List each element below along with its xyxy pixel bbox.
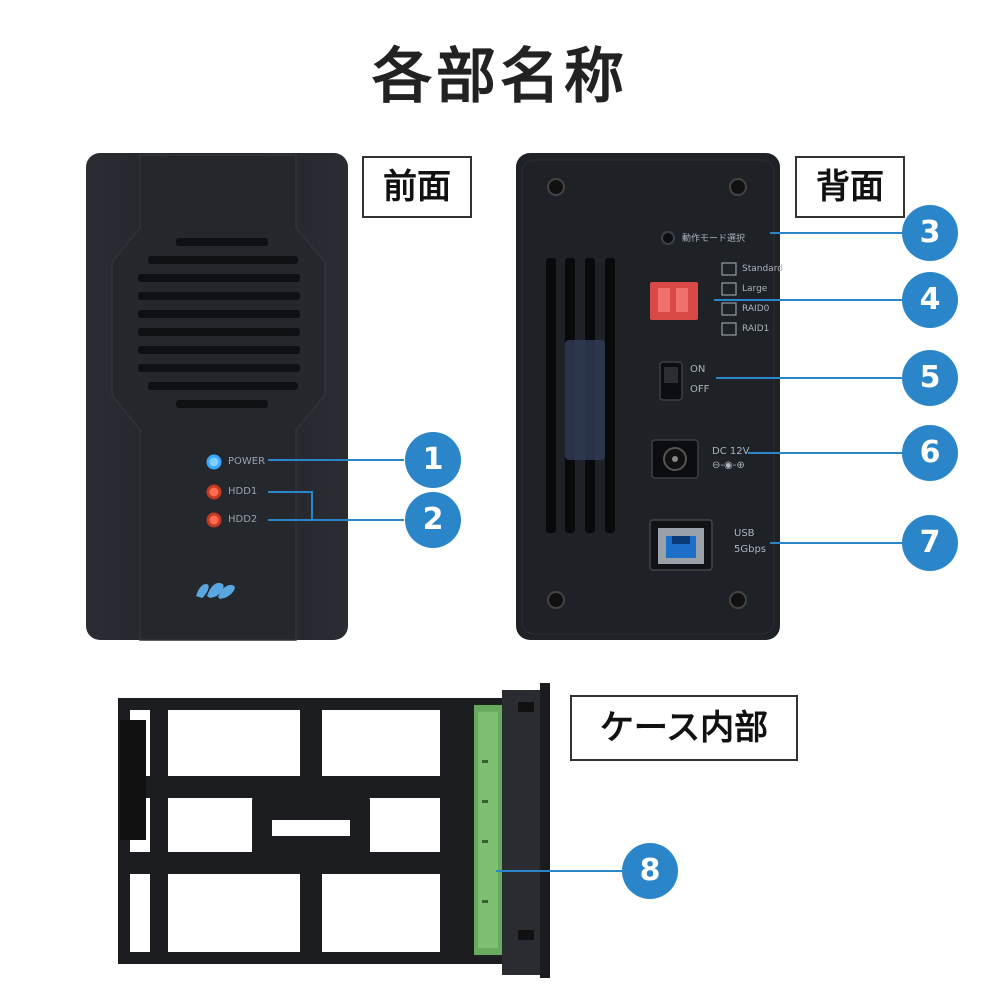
screw-icon	[547, 178, 747, 609]
callout-badge-6: 6	[902, 425, 958, 481]
page-title: 各部名称	[372, 42, 628, 112]
dc-polarity-icon: ⊖-◉-⊕	[712, 460, 745, 471]
back-label: 背面	[795, 156, 905, 218]
switch-off-label: OFF	[690, 384, 710, 395]
speaker-grille	[138, 238, 300, 408]
hdd1-led-icon	[206, 484, 222, 500]
callout-badge-3: 3	[902, 205, 958, 261]
tray-cutouts	[130, 710, 470, 952]
switch-on-label: ON	[690, 364, 706, 375]
mode-select-button[interactable]	[661, 231, 675, 245]
usb-label: USB	[734, 528, 755, 539]
usb-speed-label: 5Gbps	[734, 544, 767, 555]
dip-mode-large: Large	[742, 284, 768, 294]
mode-select-label: 動作モード選択	[682, 234, 746, 244]
callout-badge-4: 4	[902, 272, 958, 328]
callout-badge-1: 1	[405, 432, 461, 488]
power-led-label: POWER	[228, 456, 266, 467]
dip-mode-standard: Standard	[742, 264, 783, 274]
inside-label: ケース内部	[570, 695, 798, 761]
front-label: 前面	[362, 156, 472, 218]
callout-badge-8: 8	[622, 843, 678, 899]
callout-badge-7: 7	[902, 515, 958, 571]
dc-label: DC 12V	[712, 446, 750, 457]
hdd2-led-icon	[206, 512, 222, 528]
dip-switch[interactable]	[650, 282, 698, 320]
power-led-icon	[206, 454, 222, 470]
hdd2-led-label: HDD2	[228, 514, 258, 525]
dip-mode-raid1: RAID1	[742, 324, 770, 334]
dip-mode-raid0: RAID0	[742, 304, 770, 314]
callout-badge-5: 5	[902, 350, 958, 406]
hdd1-led-label: HDD1	[228, 486, 258, 497]
callout-lines	[268, 232, 902, 872]
rs-logo-icon	[196, 582, 235, 599]
callout-badge-2: 2	[405, 492, 461, 548]
